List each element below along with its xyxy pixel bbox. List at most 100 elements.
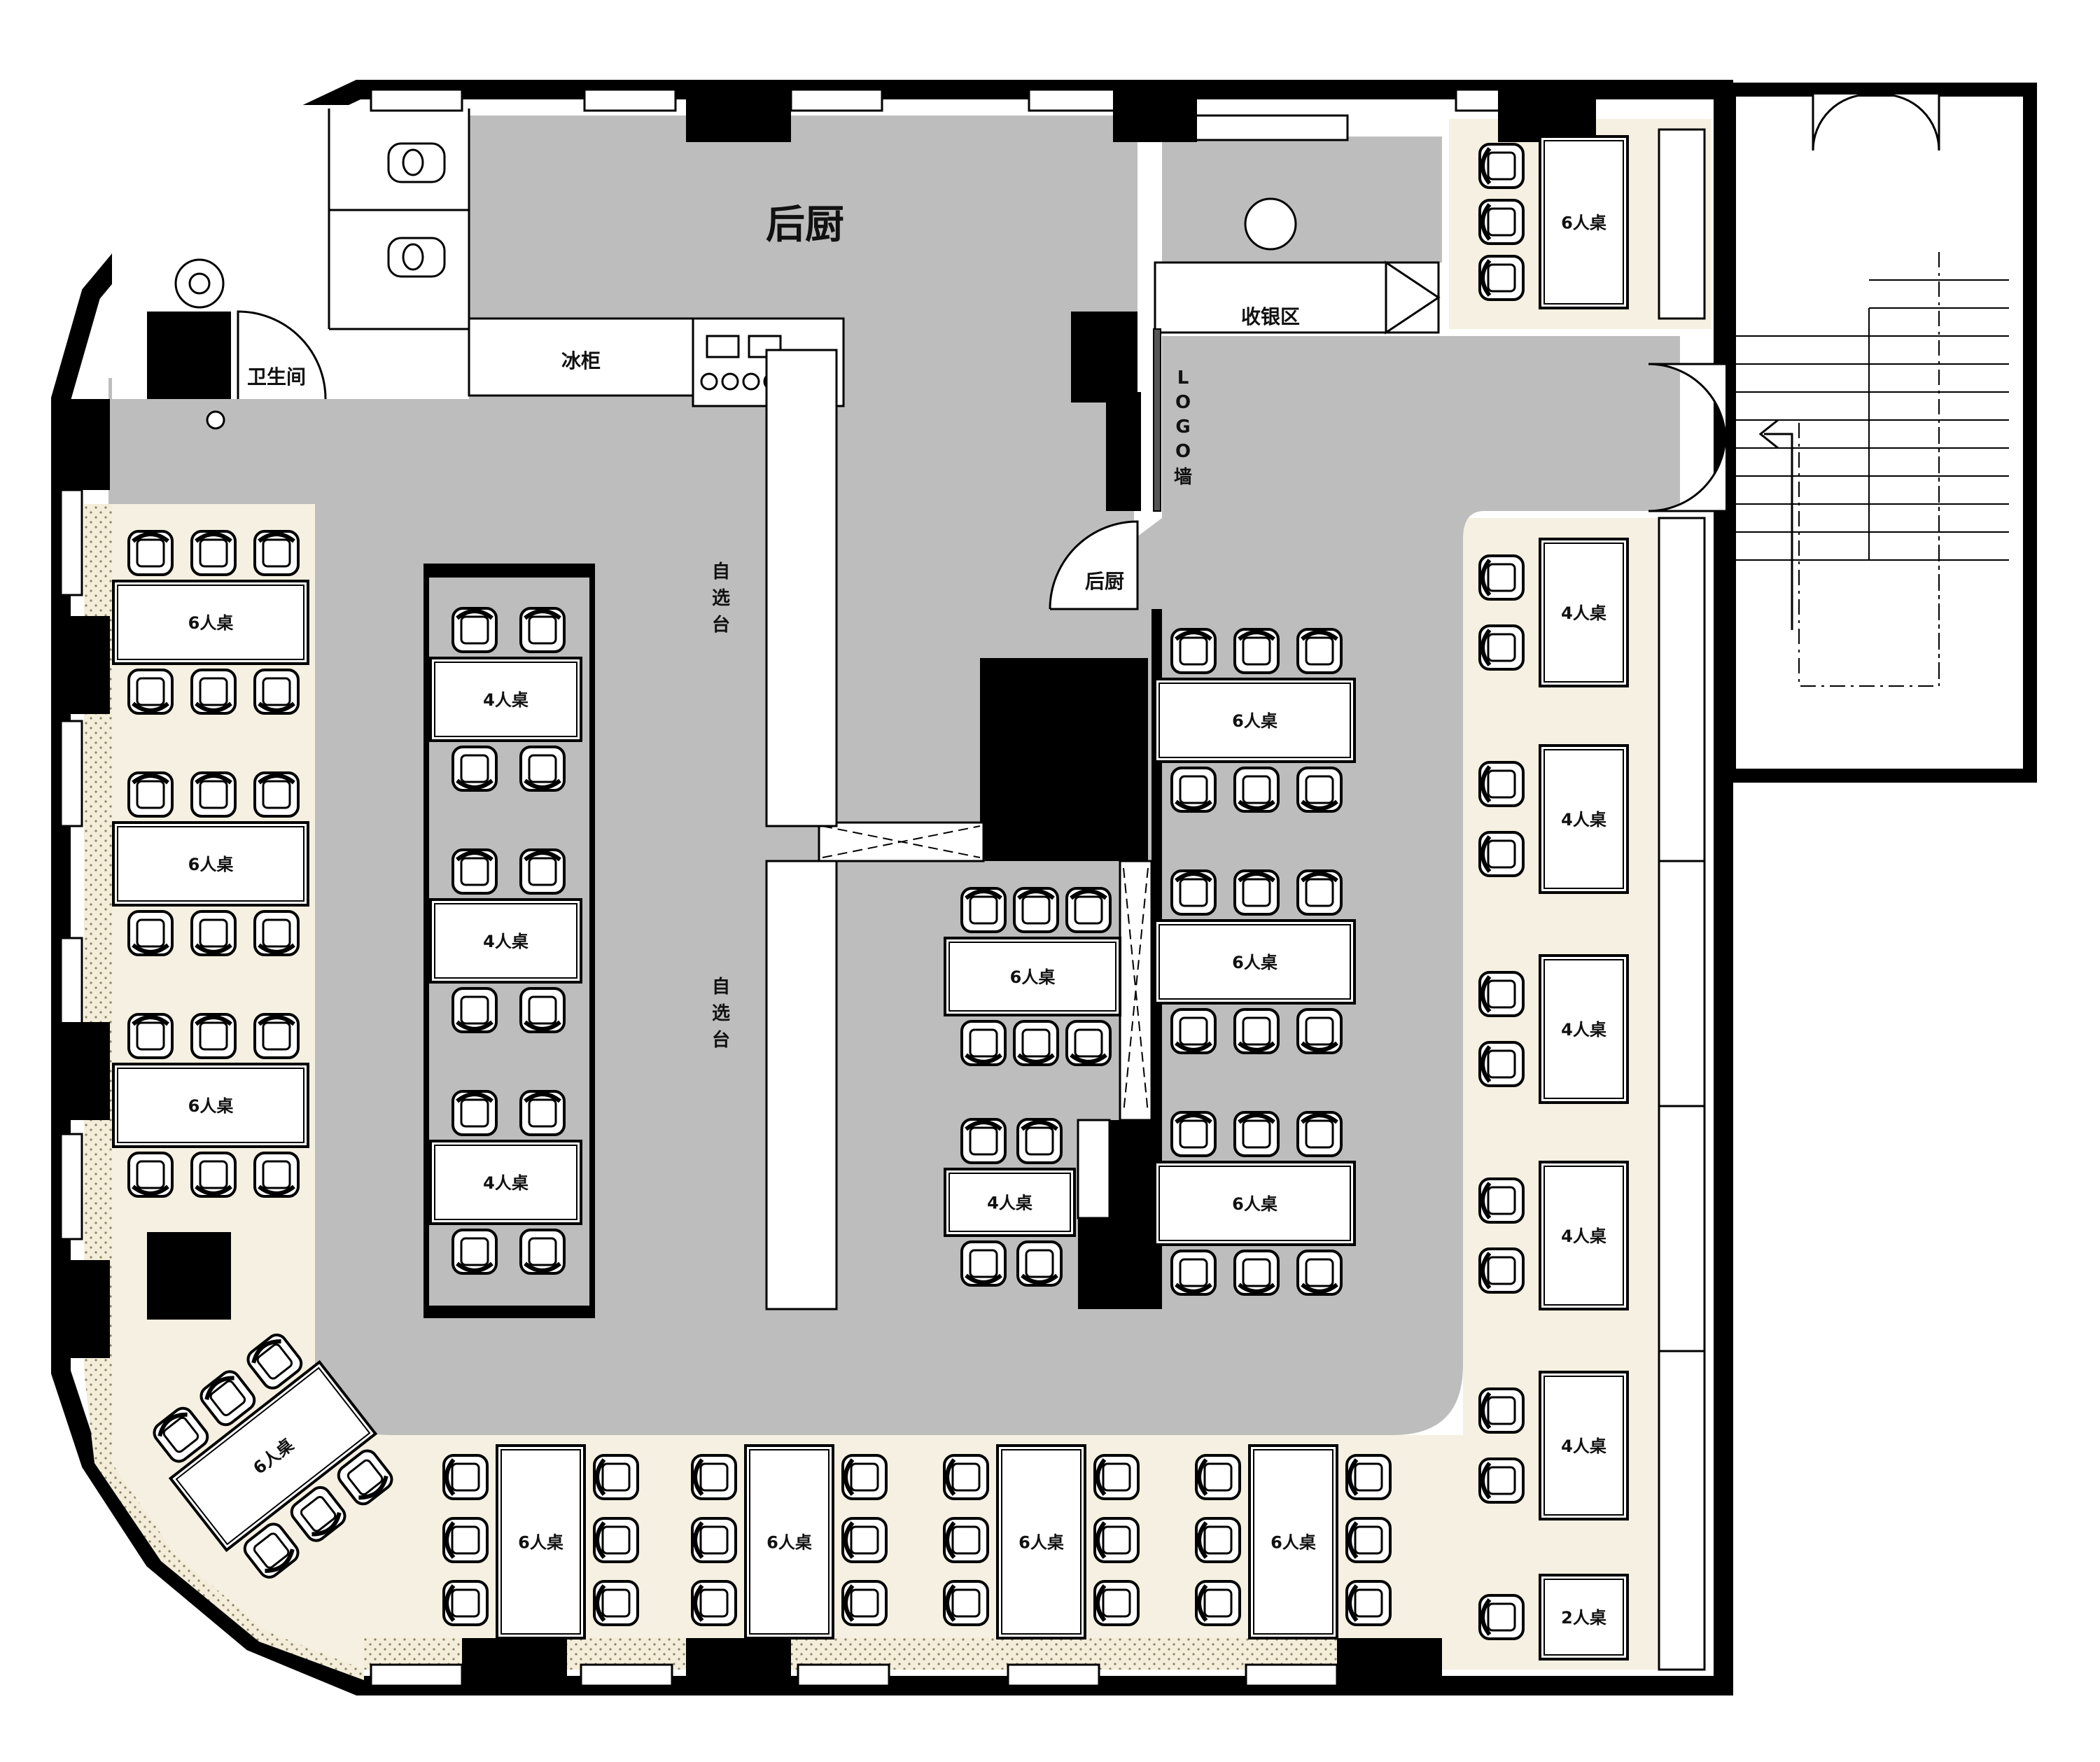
cashier-area: 收银区 (1154, 114, 1441, 335)
table-label: 6人桌 (1270, 1533, 1316, 1553)
chair-icon (1170, 1250, 1217, 1296)
kitchen-door-label: 后厨 (1085, 570, 1124, 593)
chair-icon (1478, 831, 1525, 877)
kitchen-main-label: 后厨 (766, 202, 844, 248)
buffet-counters: 自 选 台 自 选 台 (712, 349, 838, 1310)
kitchen-wall-block (1071, 312, 1138, 403)
chair-icon (943, 1580, 989, 1626)
chair-icon (1093, 1454, 1140, 1500)
chair-icon (1170, 767, 1217, 813)
chair-icon (1170, 628, 1217, 674)
chair-icon (960, 887, 1007, 933)
chair-icon (593, 1517, 639, 1563)
table-label: 6人桌 (188, 613, 234, 633)
table-label: 6人桌 (1232, 711, 1278, 731)
chair-icon (451, 607, 498, 653)
chair-icon (841, 1517, 888, 1563)
chair-icon (1345, 1517, 1392, 1563)
chair-icon (1296, 1250, 1343, 1296)
chair-icon (1233, 1250, 1280, 1296)
chair-icon (841, 1580, 888, 1626)
chair-icon (153, 1406, 209, 1463)
table-label: 4人桌 (987, 1194, 1032, 1213)
kitchen-wall-block (1106, 392, 1141, 511)
chair-icon (1478, 971, 1525, 1017)
cashier-label: 收银区 (1241, 305, 1300, 328)
logo-wall-char: O (1175, 392, 1191, 413)
chair-icon (127, 1152, 174, 1198)
chair-icon (1065, 1020, 1112, 1066)
table-label: 6人桌 (1561, 214, 1606, 233)
chair-icon (1478, 554, 1525, 601)
chair-icon (943, 1517, 989, 1563)
table-label: 4人桌 (483, 690, 528, 710)
door-swing-icon (1812, 93, 1870, 151)
logo-wall-char: G (1175, 417, 1190, 438)
table-six: 6人桌 (943, 1444, 1140, 1639)
chair-icon (442, 1517, 489, 1563)
table-four: 4人桌 (1478, 744, 1629, 894)
chair-icon (691, 1454, 737, 1500)
chair-icon (1233, 1111, 1280, 1157)
table-six: 6人桌 (153, 1334, 393, 1579)
chair-icon (1170, 869, 1217, 916)
table-four: 4人桌 (944, 1118, 1076, 1287)
toilet-icon (387, 237, 446, 278)
chair-icon (253, 910, 300, 956)
door-swing-icon (1648, 433, 1727, 512)
fridge-label: 冰柜 (561, 349, 601, 372)
buffet-label-char: 选 (712, 588, 730, 609)
chair-icon (519, 746, 566, 792)
chair-icon (1478, 1457, 1525, 1504)
table-six: 6人桌 (1154, 1111, 1356, 1296)
chair-icon (253, 1152, 300, 1198)
chair-icon (1170, 1111, 1217, 1157)
door-swing-icon (1882, 93, 1940, 151)
chair-icon (1013, 887, 1059, 933)
chair-icon (1233, 1008, 1280, 1054)
kitchen-floor (469, 116, 1138, 319)
chair-icon (127, 669, 174, 715)
chair-icon (243, 1523, 300, 1579)
chair-icon (519, 607, 566, 653)
restroom-column (147, 312, 231, 399)
table-label: 4人桌 (1561, 1226, 1606, 1246)
chair-icon (442, 1580, 489, 1626)
chair-icon (1478, 255, 1525, 301)
wall-columns (61, 90, 1596, 1686)
chair-icon (1013, 1020, 1059, 1066)
chair-icon (1478, 199, 1525, 245)
chair-icon (1016, 1240, 1063, 1287)
chair-icon (1093, 1580, 1140, 1626)
chair-icon (943, 1454, 989, 1500)
chair-icon (190, 1013, 237, 1059)
buffet-counter-upper (765, 349, 838, 827)
table-six: 6人桌 (1154, 869, 1356, 1054)
windows (59, 88, 1548, 1687)
chair-icon (960, 1020, 1007, 1066)
table-six: 6人桌 (1195, 1444, 1392, 1639)
cashier-counter-end (1385, 260, 1441, 335)
entrance-stair (1648, 83, 2037, 783)
partitions (424, 564, 1162, 1318)
fridge (468, 317, 694, 397)
table-label: 4人桌 (483, 1173, 528, 1193)
chair-icon (253, 669, 300, 715)
chair-icon (1195, 1454, 1241, 1500)
table-six: 6人桌 (112, 530, 309, 715)
chair-icon (593, 1454, 639, 1500)
chair-icon (1478, 1177, 1525, 1224)
buffet-label-char: 台 (712, 614, 730, 636)
tables-layer: 6人桌6人桌6人桌4人桌4人桌4人桌6人桌6人桌6人桌6人桌4人桌4人桌4人桌4… (112, 135, 1629, 1660)
chair-icon (1233, 628, 1280, 674)
stair-flight (1736, 252, 2009, 687)
chair-icon (127, 530, 174, 576)
table-label: 6人桌 (518, 1533, 564, 1553)
chair-icon (190, 910, 237, 956)
chair-icon (1296, 628, 1343, 674)
chair-icon (253, 771, 300, 818)
chair-icon (127, 771, 174, 818)
chair-icon (1093, 1517, 1140, 1563)
door-swing-icon (237, 310, 327, 400)
table-label: 6人桌 (188, 1096, 234, 1116)
